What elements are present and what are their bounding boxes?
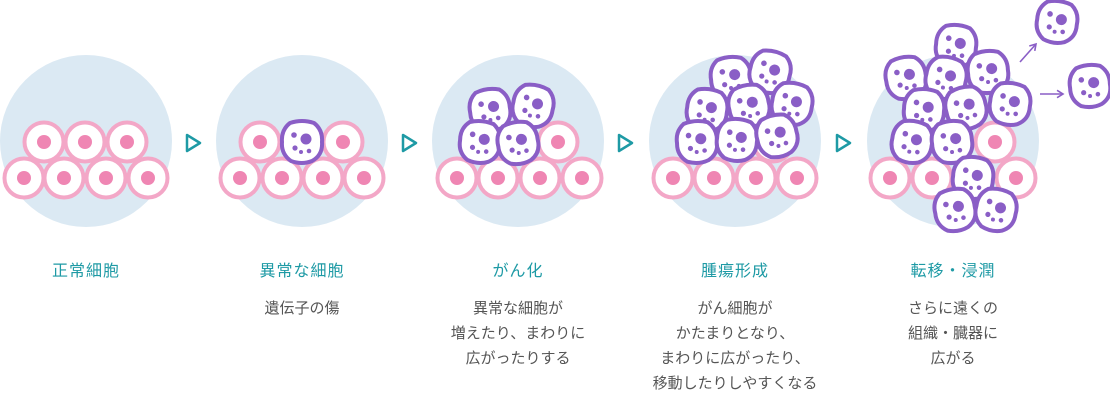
normal-cell xyxy=(651,156,695,200)
normal-cell xyxy=(238,120,282,164)
abnormal-cell xyxy=(673,117,721,167)
normal-cell xyxy=(435,156,479,200)
normal-cell xyxy=(560,156,604,200)
normal-cell xyxy=(22,120,66,164)
abnormal-cell xyxy=(279,119,325,165)
spread-arrow-icon xyxy=(1019,42,1038,63)
stage-2-title: 異常な細胞 xyxy=(259,261,345,280)
stage-5-description: さらに遠くの 組織・臓器に 広がる xyxy=(833,296,1073,371)
normal-cell xyxy=(775,156,819,200)
description-line: まわりに広がったり、 xyxy=(660,349,810,367)
normal-cell xyxy=(63,120,107,164)
description-line: さらに遠くの xyxy=(907,299,998,317)
abnormal-cell xyxy=(456,117,504,167)
abnormal-cell xyxy=(985,78,1035,130)
abnormal-cell xyxy=(712,115,762,165)
stage-5-title: 転移・浸潤 xyxy=(910,261,996,280)
normal-cell xyxy=(734,156,778,200)
stage-3-description: 異常な細胞が 増えたり、まわりに 広がったりする xyxy=(398,296,638,371)
description-line: 移動したりしやすくなる xyxy=(652,374,818,392)
normal-cell xyxy=(321,120,365,164)
triangle-arrow-icon xyxy=(835,133,852,153)
stage-4-description: がん細胞が かたまりとなり、 まわりに広がったり、 移動したりしやすくなる xyxy=(615,296,855,396)
description-line: 遺伝子の傷 xyxy=(264,299,340,317)
normal-cell xyxy=(973,120,1017,164)
description-line: 広がったりする xyxy=(465,349,571,367)
abnormal-cell xyxy=(1065,61,1110,111)
stage-3-title: がん化 xyxy=(492,261,544,280)
stage-4-title: 腫瘍形成 xyxy=(700,261,769,280)
triangle-arrow-icon xyxy=(185,133,202,153)
abnormal-cell xyxy=(1032,0,1082,48)
normal-cell xyxy=(342,156,386,200)
description-line: 増えたり、まわりに xyxy=(450,324,586,342)
normal-cell xyxy=(536,120,580,164)
description-line: 異常な細胞が xyxy=(472,299,563,317)
normal-cell xyxy=(42,156,86,200)
normal-cell xyxy=(301,156,345,200)
normal-cell xyxy=(2,156,46,200)
abnormal-cell xyxy=(929,183,981,237)
normal-cell xyxy=(218,156,262,200)
spread-arrow-icon xyxy=(1040,89,1065,99)
description-line: 広がる xyxy=(930,349,976,367)
stage-1-title: 正常細胞 xyxy=(51,261,120,280)
normal-cell xyxy=(126,156,170,200)
stage-2-description: 遺伝子の傷 xyxy=(182,296,422,321)
normal-cell xyxy=(105,120,149,164)
description-line: がん細胞が xyxy=(697,299,773,317)
description-line: かたまりとなり、 xyxy=(675,324,795,342)
triangle-arrow-icon xyxy=(401,133,418,153)
description-line: 組織・臓器に xyxy=(907,324,998,342)
normal-cell xyxy=(84,156,128,200)
triangle-arrow-icon xyxy=(617,133,634,153)
normal-cell xyxy=(868,156,912,200)
